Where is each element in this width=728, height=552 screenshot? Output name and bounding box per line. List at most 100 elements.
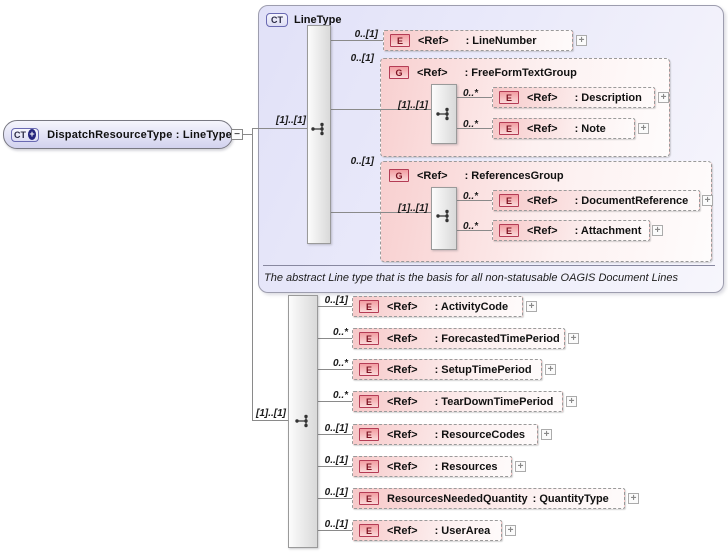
group-name: : ReferencesGroup bbox=[464, 169, 564, 182]
element-name: : UserArea bbox=[434, 524, 491, 537]
element-name: : LineNumber bbox=[465, 34, 537, 47]
connector-line bbox=[252, 128, 253, 420]
element-name: : Note bbox=[574, 122, 606, 135]
expand-icon[interactable]: + bbox=[702, 195, 713, 206]
cardinality-label: 0..[1] bbox=[350, 53, 374, 64]
element-teardowntimeperiod[interactable]: E <Ref> : TearDownTimePeriod bbox=[352, 391, 563, 412]
connector-line bbox=[457, 230, 492, 231]
complextype-badge-label: CT bbox=[14, 129, 26, 140]
element-name: : DocumentReference bbox=[574, 194, 689, 207]
element-linenumber[interactable]: E <Ref> : LineNumber bbox=[383, 30, 573, 51]
cardinality-label: [1]..[1] bbox=[398, 100, 428, 111]
expand-icon[interactable]: + bbox=[658, 92, 669, 103]
expand-icon[interactable]: + bbox=[576, 35, 587, 46]
derived-type-icon: + bbox=[28, 129, 37, 140]
element-ref: <Ref> bbox=[527, 122, 558, 135]
connector-line bbox=[331, 40, 383, 41]
connector-line bbox=[331, 212, 431, 213]
element-ref: <Ref> bbox=[387, 300, 418, 313]
connector-line bbox=[252, 128, 307, 129]
element-resourcecodes[interactable]: E <Ref> : ResourceCodes bbox=[352, 424, 538, 445]
element-badge: E bbox=[359, 395, 379, 408]
expand-icon[interactable]: + bbox=[545, 364, 556, 375]
element-ref: <Ref> bbox=[387, 363, 418, 376]
element-ref: <Ref> bbox=[527, 194, 558, 207]
cardinality-label: 0..[1] bbox=[324, 423, 348, 434]
element-documentreference[interactable]: E <Ref> : DocumentReference bbox=[492, 190, 700, 211]
expand-icon[interactable]: + bbox=[638, 123, 649, 134]
element-badge: E bbox=[359, 332, 379, 345]
element-resources[interactable]: E <Ref> : Resources bbox=[352, 456, 512, 477]
element-resourcesneededquantity[interactable]: E ResourcesNeededQuantity : QuantityType bbox=[352, 488, 625, 509]
collapse-icon[interactable]: − bbox=[231, 129, 243, 140]
expand-icon[interactable]: + bbox=[628, 493, 639, 504]
connector-line bbox=[318, 434, 352, 435]
element-userarea[interactable]: E <Ref> : UserArea bbox=[352, 520, 502, 541]
element-badge: E bbox=[499, 224, 519, 237]
element-badge: E bbox=[359, 363, 379, 376]
complextype-plus-badge: CT + bbox=[11, 127, 40, 142]
element-name: : SetupTimePeriod bbox=[434, 363, 532, 376]
element-type: : QuantityType bbox=[532, 492, 609, 505]
connector-line bbox=[457, 128, 492, 129]
sequence-indicator[interactable] bbox=[431, 187, 457, 250]
element-setuptimeperiod[interactable]: E <Ref> : SetupTimePeriod bbox=[352, 359, 542, 380]
complextype-badge: CT bbox=[266, 13, 288, 27]
element-name: : Resources bbox=[434, 460, 498, 473]
element-ref: <Ref> bbox=[387, 428, 418, 441]
sequence-indicator[interactable] bbox=[431, 84, 457, 144]
sequence-icon bbox=[436, 107, 449, 121]
element-activitycode[interactable]: E <Ref> : ActivityCode bbox=[352, 296, 523, 317]
element-name: : ResourceCodes bbox=[434, 428, 526, 441]
group-badge: G bbox=[389, 66, 409, 79]
element-description[interactable]: E <Ref> : Description bbox=[492, 87, 655, 108]
expand-icon[interactable]: + bbox=[652, 225, 663, 236]
group-ref: <Ref> bbox=[417, 66, 448, 79]
cardinality-label: [1]..[1] bbox=[276, 115, 306, 126]
element-ref: <Ref> bbox=[527, 91, 558, 104]
connector-line bbox=[318, 338, 352, 339]
element-ref: <Ref> bbox=[387, 332, 418, 345]
element-badge: E bbox=[359, 492, 379, 505]
expand-icon[interactable]: + bbox=[566, 396, 577, 407]
element-badge: E bbox=[499, 91, 519, 104]
linetype-annotation: The abstract Line type that is the basis… bbox=[264, 272, 678, 284]
element-ref: <Ref> bbox=[387, 395, 418, 408]
cardinality-label: 0..* bbox=[463, 221, 479, 232]
connector-line bbox=[318, 530, 352, 531]
element-note[interactable]: E <Ref> : Note bbox=[492, 118, 635, 139]
expand-icon[interactable]: + bbox=[541, 429, 552, 440]
expand-icon[interactable]: + bbox=[526, 301, 537, 312]
element-name: : Description bbox=[574, 91, 642, 104]
element-attachment[interactable]: E <Ref> : Attachment bbox=[492, 220, 650, 241]
connector-line bbox=[457, 97, 492, 98]
connector-line bbox=[252, 420, 288, 421]
linetype-title: LineType bbox=[294, 14, 342, 26]
cardinality-label: [1]..[1] bbox=[256, 408, 286, 419]
connector-line bbox=[243, 134, 253, 135]
element-ref: <Ref> bbox=[387, 460, 418, 473]
expand-icon[interactable]: + bbox=[505, 525, 516, 536]
element-ref: <Ref> bbox=[387, 524, 418, 537]
element-name: : ActivityCode bbox=[434, 300, 509, 313]
expand-icon[interactable]: + bbox=[568, 333, 579, 344]
sequence-icon bbox=[311, 122, 324, 136]
element-dispatchresourcetype[interactable]: CT + DispatchResourceType : LineType bbox=[3, 120, 233, 149]
sequence-indicator[interactable] bbox=[307, 25, 331, 244]
element-name: : ForecastedTimePeriod bbox=[434, 332, 560, 345]
element-forecastedtimeperiod[interactable]: E <Ref> : ForecastedTimePeriod bbox=[352, 328, 565, 349]
cardinality-label: 0..[1] bbox=[324, 295, 348, 306]
element-name-main: ResourcesNeededQuantity bbox=[387, 492, 528, 505]
group-header: G <Ref> : ReferencesGroup bbox=[389, 169, 564, 182]
cardinality-label: 0..[1] bbox=[324, 487, 348, 498]
element-name: : Attachment bbox=[574, 224, 642, 237]
expand-icon[interactable]: + bbox=[515, 461, 526, 472]
connector-line bbox=[457, 200, 492, 201]
sequence-indicator[interactable] bbox=[288, 295, 318, 548]
cardinality-label: [1]..[1] bbox=[398, 203, 428, 214]
element-ref: <Ref> bbox=[418, 34, 449, 47]
element-badge: E bbox=[359, 524, 379, 537]
connector-line bbox=[318, 306, 352, 307]
group-badge: G bbox=[389, 169, 409, 182]
